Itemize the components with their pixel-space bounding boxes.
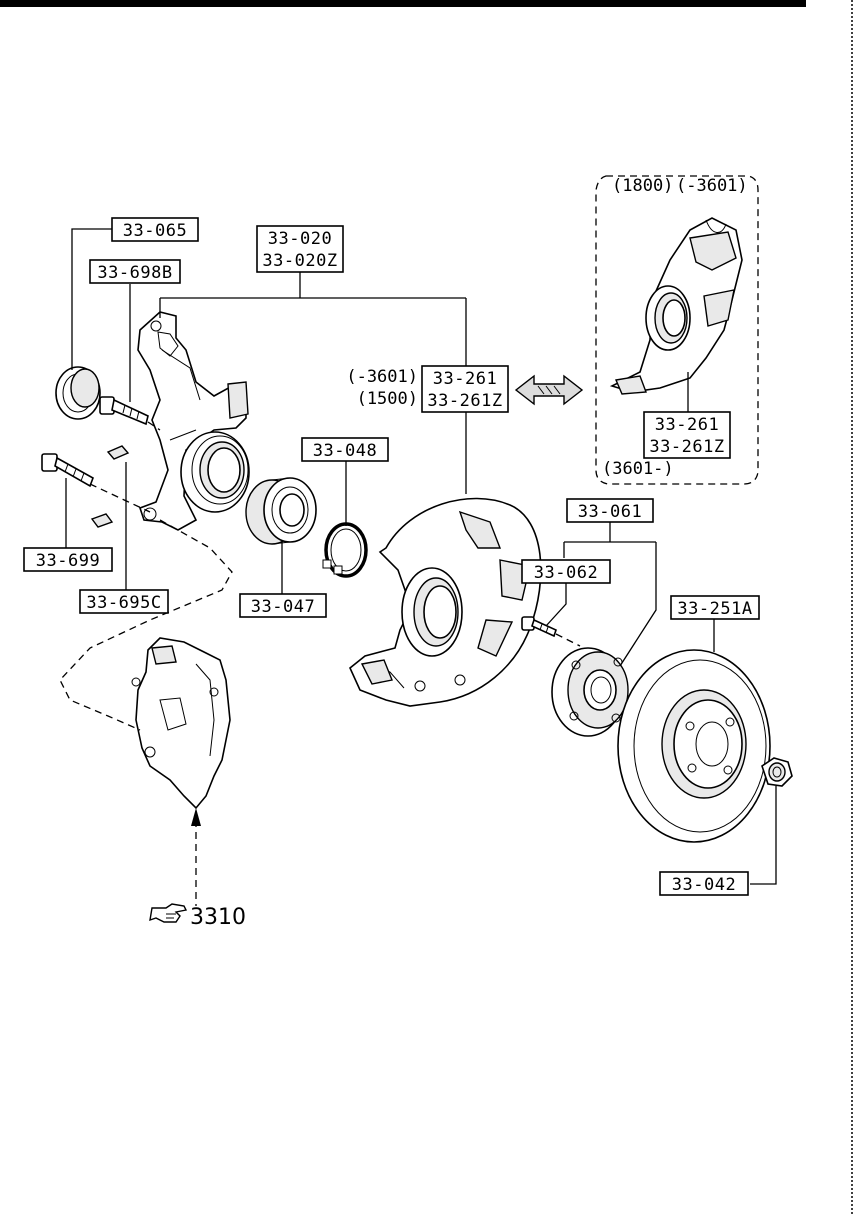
upper-bolt-part (99, 396, 149, 426)
note-cover-2: (1500) (357, 389, 418, 409)
label-clip: 33-695C (79, 589, 169, 614)
leader-lines (65, 228, 777, 885)
note-inset-top-a: (1800) (612, 176, 673, 196)
hub-bolt-part (521, 616, 557, 638)
label-bolt-upper-text: 33-698B (97, 263, 172, 283)
brake-disc-part (617, 649, 771, 843)
knuckle-assembly (41, 311, 368, 578)
hub-bolt-guide (555, 633, 581, 647)
inset-variant-box (595, 175, 759, 485)
label-hub-bolt-text: 33-062 (534, 563, 598, 583)
label-snap-ring-text: 33-048 (313, 441, 377, 461)
bolt-upper-guide (147, 421, 161, 431)
inset-notes: (1800) (-3601) (3601-) (602, 176, 748, 479)
hub-nut-part (761, 757, 793, 787)
clip-lower-part (90, 513, 114, 528)
label-cover-text-1: 33-261 (433, 369, 497, 389)
note-inset-bottom: (3601-) (602, 459, 674, 479)
label-boot: 33-065 (111, 217, 199, 242)
label-bearing: 33-047 (239, 593, 327, 618)
label-hub: 33-061 (566, 498, 654, 523)
label-cover: (-3601) (1500) 33-261 33-261Z (346, 365, 509, 413)
hub-assembly (521, 616, 629, 737)
label-bolt-lower: 33-699 (23, 547, 113, 572)
pointing-hand-icon (149, 903, 188, 923)
clip-upper-part (106, 445, 130, 460)
note-cover-1: (-3601) (346, 367, 418, 387)
label-nut-text: 33-042 (672, 875, 736, 895)
label-bearing-text: 33-047 (251, 597, 315, 617)
label-inset-text-1: 33-261 (655, 415, 719, 435)
wheel-hub-part (551, 647, 629, 737)
reference-page-number[interactable]: 3310 (190, 905, 246, 930)
label-knuckle: 33-020 33-020Z (256, 225, 344, 273)
label-knuckle-text-2: 33-020Z (262, 251, 337, 271)
wheel-bearing-part (245, 477, 317, 545)
label-hub-bolt: 33-062 (521, 559, 611, 584)
caliper-mount-dashed (59, 519, 233, 731)
label-nut: 33-042 (659, 871, 749, 896)
inset-dust-cover-part (609, 217, 743, 395)
label-disc: 33-251A (670, 595, 760, 620)
dust-boot-part (55, 366, 101, 420)
label-bolt-lower-text: 33-699 (36, 551, 100, 571)
label-inset-cover: 33-261 33-261Z (643, 411, 731, 459)
label-boot-text: 33-065 (123, 221, 187, 241)
label-knuckle-text-1: 33-020 (268, 229, 332, 249)
note-inset-top-b: (-3601) (676, 176, 748, 196)
top-rule (0, 0, 806, 7)
dust-cover-part (349, 497, 542, 707)
interchange-arrow-icon (514, 374, 584, 406)
knuckle-part (137, 311, 250, 531)
reference-arrow-head (191, 808, 201, 826)
label-snap-ring: 33-048 (301, 437, 389, 462)
reference-pointer[interactable]: 3310 (149, 903, 246, 930)
label-inset-text-2: 33-261Z (649, 437, 724, 457)
snap-ring-part (322, 522, 368, 578)
label-hub-text: 33-061 (578, 502, 642, 522)
brake-caliper-part (131, 637, 231, 810)
label-disc-text: 33-251A (677, 599, 752, 619)
label-clip-text: 33-695C (86, 593, 161, 613)
label-cover-text-2: 33-261Z (427, 391, 502, 411)
label-bolt-upper: 33-698B (89, 259, 181, 284)
lower-bolt-part (41, 453, 94, 488)
